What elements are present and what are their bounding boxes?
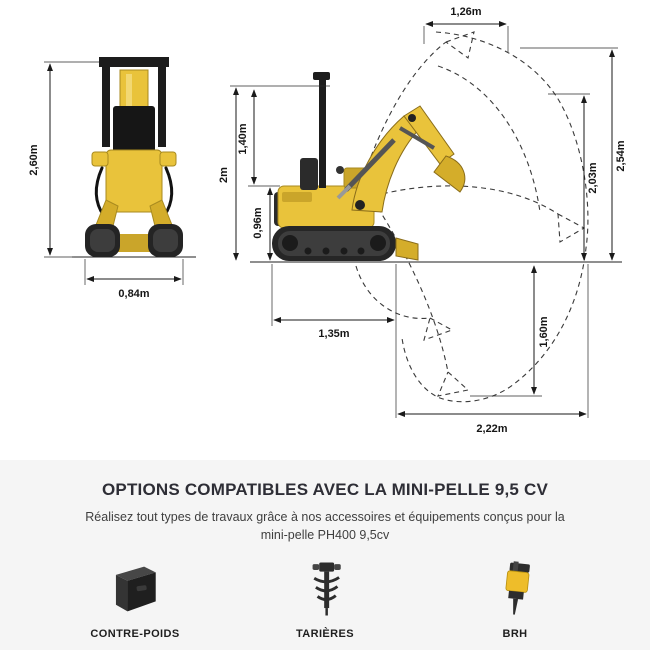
dim-max-digging-height: 2,54m — [615, 140, 627, 171]
side-view-excavator — [250, 72, 622, 263]
counterweight-icon — [40, 560, 230, 618]
option-label-contre-poids: CONTRE-POIDS — [90, 628, 180, 641]
hydraulic-breaker-icon — [420, 560, 610, 618]
dim-upper-height: 1,40m — [237, 123, 249, 154]
dim-dump-height: 2,03m — [587, 162, 599, 193]
dim-max-reach: 2,22m — [476, 423, 507, 435]
dim-front-track-width: 0,84m — [118, 288, 149, 300]
dim-top-width: 1,26m — [450, 6, 481, 18]
side-view-dimensions: 1,26m 2m 1,40m 0,96m 2,54m 2, — [218, 6, 627, 435]
options-items: CONTRE-POIDS TARIÈRES — [0, 560, 650, 640]
options-subtitle: Réalisez tout types de travaux grâce à n… — [85, 510, 565, 543]
auger-icon — [230, 560, 420, 618]
working-range-envelope — [355, 31, 589, 403]
option-label-tarieres: TARIÈRES — [295, 628, 354, 641]
dim-body-height: 0,96m — [252, 207, 264, 238]
dim-digging-depth: 1,60m — [538, 316, 550, 347]
dimensions-diagram: 2,60m 0,84m — [28, 6, 627, 435]
front-view-dimensions: 2,60m 0,84m — [28, 61, 184, 300]
dim-front-overall-height: 2,60m — [28, 144, 40, 175]
front-view-excavator — [72, 57, 196, 258]
option-label-brh: BRH — [502, 628, 528, 641]
dim-track-length: 1,35m — [318, 328, 349, 340]
option-item-tarieres[interactable]: TARIÈRES — [230, 560, 420, 640]
options-section: OPTIONS COMPATIBLES AVEC LA MINI-PELLE 9… — [0, 460, 650, 650]
dim-canopy-height: 2m — [218, 167, 230, 183]
option-item-brh[interactable]: BRH — [420, 560, 610, 640]
option-item-contre-poids[interactable]: CONTRE-POIDS — [40, 560, 230, 640]
excavator-dimensions-drawing: 2,60m 0,84m — [28, 6, 627, 435]
options-title: OPTIONS COMPATIBLES AVEC LA MINI-PELLE 9… — [102, 480, 548, 499]
